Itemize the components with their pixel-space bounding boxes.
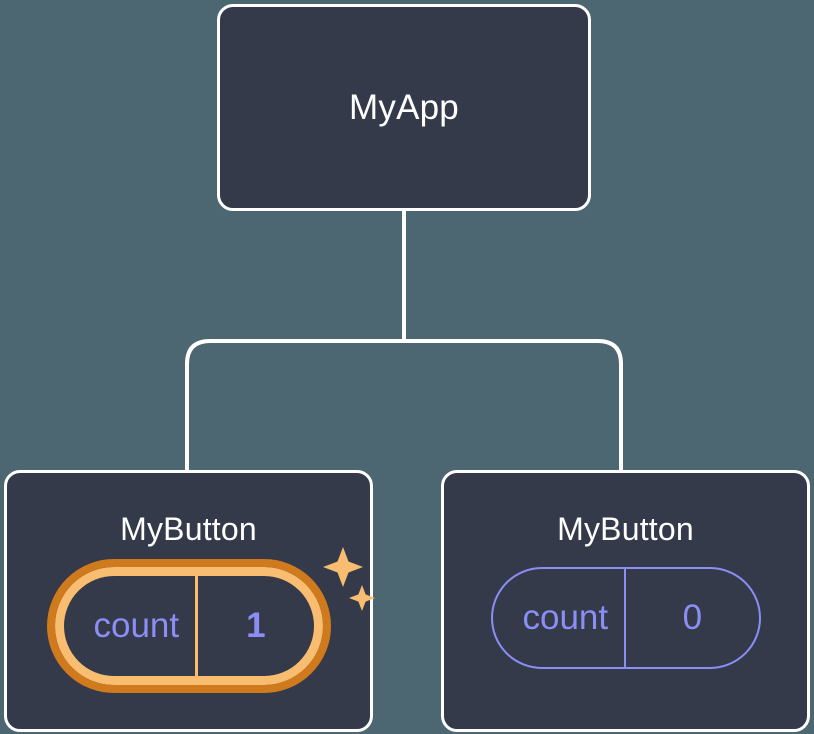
state-key-label-right: count [522, 598, 609, 637]
state-key-label-left: count [93, 606, 180, 645]
node-mybutton-left[interactable]: MyButton count 1 [4, 470, 375, 732]
sparkle-icon [322, 547, 375, 611]
node-myapp[interactable]: MyApp [217, 4, 591, 211]
state-value-left: 1 [246, 606, 266, 645]
node-myapp-title: MyApp [349, 88, 459, 127]
state-pill-divider-left [195, 576, 199, 676]
edge-branch-bus [185, 339, 623, 470]
state-pill-wrap-left: count 1 [46, 547, 375, 693]
node-mybutton-right-title: MyButton [557, 511, 694, 547]
node-mybutton-right[interactable]: MyButton count 0 [441, 470, 810, 732]
state-pill-wrap-right: count 0 [490, 567, 761, 669]
state-pill-count-right[interactable]: count 0 [490, 567, 761, 669]
state-value-right: 0 [682, 598, 703, 637]
state-pill-count-left[interactable]: count 1 [46, 559, 331, 693]
state-pill-divider-right [624, 569, 627, 667]
node-mybutton-left-title: MyButton [120, 511, 257, 547]
